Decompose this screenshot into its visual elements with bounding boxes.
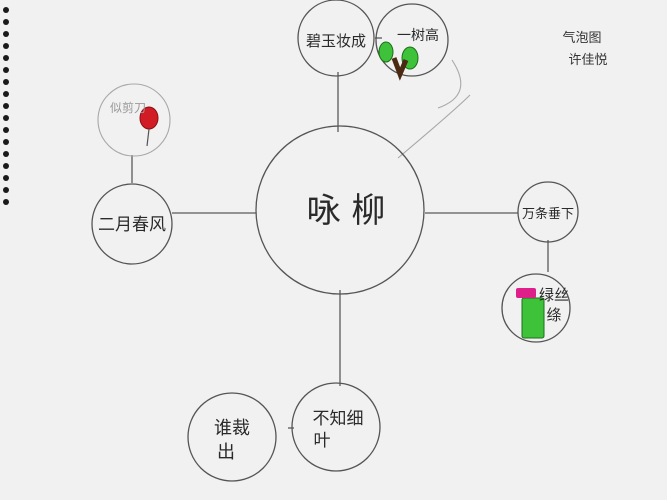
corner-note-line2: 许佳悦 xyxy=(568,53,607,68)
node-bottom-circle xyxy=(291,382,381,472)
center-node-circle xyxy=(255,125,425,295)
corner-note-line1: 气泡图 xyxy=(562,30,601,46)
node-lower-right-label-line2: 绦 xyxy=(546,306,561,324)
node-upper-left-label: 似剪刀 xyxy=(110,100,146,115)
node-left-label: 二月春风 xyxy=(98,215,166,235)
node-circles xyxy=(91,0,579,482)
node-bottom-label-line1: 不知细 xyxy=(313,409,364,429)
node-top-right-label: 一树高 xyxy=(397,27,439,44)
scissors-drawing xyxy=(139,106,159,147)
node-bottom-label-line2: 叶 xyxy=(314,431,331,451)
tree-drawing xyxy=(378,41,419,81)
node-left-circle xyxy=(91,183,173,265)
node-lower-right-label-line1: 绿丝 xyxy=(539,286,569,304)
node-top-left-circle xyxy=(297,0,375,77)
node-right-circle xyxy=(517,181,579,243)
willow-branch-drawing xyxy=(516,288,545,339)
node-right-label: 万条垂下 xyxy=(522,206,574,222)
node-lower-right-circle xyxy=(501,273,571,343)
faint-pencil-line xyxy=(397,94,471,159)
node-upper-left-circle xyxy=(97,83,171,157)
node-top-left-label: 碧玉妆成 xyxy=(306,32,366,50)
node-bottom-left-label-line1: 谁裁 xyxy=(214,418,250,439)
node-bottom-left-circle xyxy=(187,392,277,482)
faint-pencil-arc xyxy=(437,59,462,109)
node-bottom-left-label-line2: 出 xyxy=(217,442,235,463)
node-top-right-circle xyxy=(375,3,449,77)
edges xyxy=(131,37,549,429)
spiral-binding xyxy=(3,7,9,205)
center-node-label: 咏 柳 xyxy=(307,191,386,231)
